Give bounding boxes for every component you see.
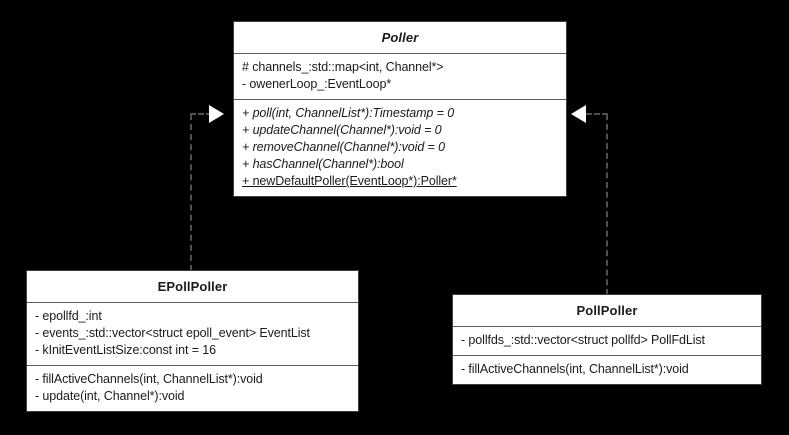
class-operations-poller: + poll(int, ChannelList*):Timestamp = 0 … [234,99,566,196]
class-operations-epollpoller: - fillActiveChannels(int, ChannelList*):… [27,365,358,411]
class-title-epollpoller: EPollPoller [157,279,228,294]
class-attribute-row: - pollfds_:std::vector<struct pollfd> Po… [461,333,705,347]
class-attribute-row: - owenerLoop_:EventLoop* [242,77,392,91]
class-operation-row: + removeChannel(Channel*):void = 0 [242,140,445,154]
class-operation-row: - fillActiveChannels(int, ChannelList*):… [35,372,263,386]
class-operation-row: - update(int, Channel*):void [35,389,185,403]
class-operation-row: + hasChannel(Channel*):bool [242,157,404,171]
class-box-poller[interactable]: Poller # channels_:std::map<int, Channel… [233,21,567,197]
class-attribute-row: # channels_:std::map<int, Channel*> [242,60,444,74]
realization-line-epollpoller-vertical [190,114,192,271]
class-title-poller: Poller [381,30,419,45]
class-attributes-pollpoller: - pollfds_:std::vector<struct pollfd> Po… [453,326,761,355]
class-box-pollpoller[interactable]: PollPoller - pollfds_:std::vector<struct… [452,294,762,385]
class-attributes-poller: # channels_:std::map<int, Channel*> - ow… [234,53,566,99]
class-title-pollpoller: PollPoller [576,303,638,318]
class-attribute-row: - epollfd_:int [35,309,102,323]
class-operations-pollpoller: - fillActiveChannels(int, ChannelList*):… [453,355,761,384]
class-operation-row: + poll(int, ChannelList*):Timestamp = 0 [242,106,455,120]
class-operation-static-label: + newDefaultPoller(EventLoop*):Poller* [242,174,457,188]
realization-arrowhead-pollpoller-icon [571,105,586,123]
class-attributes-epollpoller: - epollfd_:int - events_:std::vector<str… [27,302,358,365]
realization-arrowhead-epollpoller-icon [209,105,224,123]
class-operation-row: + updateChannel(Channel*):void = 0 [242,123,442,137]
realization-line-epollpoller-horizontal [190,113,212,115]
class-attribute-row: - kInitEventListSize:const int = 16 [35,343,216,357]
realization-line-pollpoller-horizontal [586,113,608,115]
class-operation-row-static: + newDefaultPoller(EventLoop*):Poller* [242,173,558,190]
class-operation-row: - fillActiveChannels(int, ChannelList*):… [461,362,689,376]
class-box-epollpoller[interactable]: EPollPoller - epollfd_:int - events_:std… [26,270,359,412]
class-attribute-row: - events_:std::vector<struct epoll_event… [35,326,310,340]
realization-line-pollpoller-vertical [606,114,608,295]
